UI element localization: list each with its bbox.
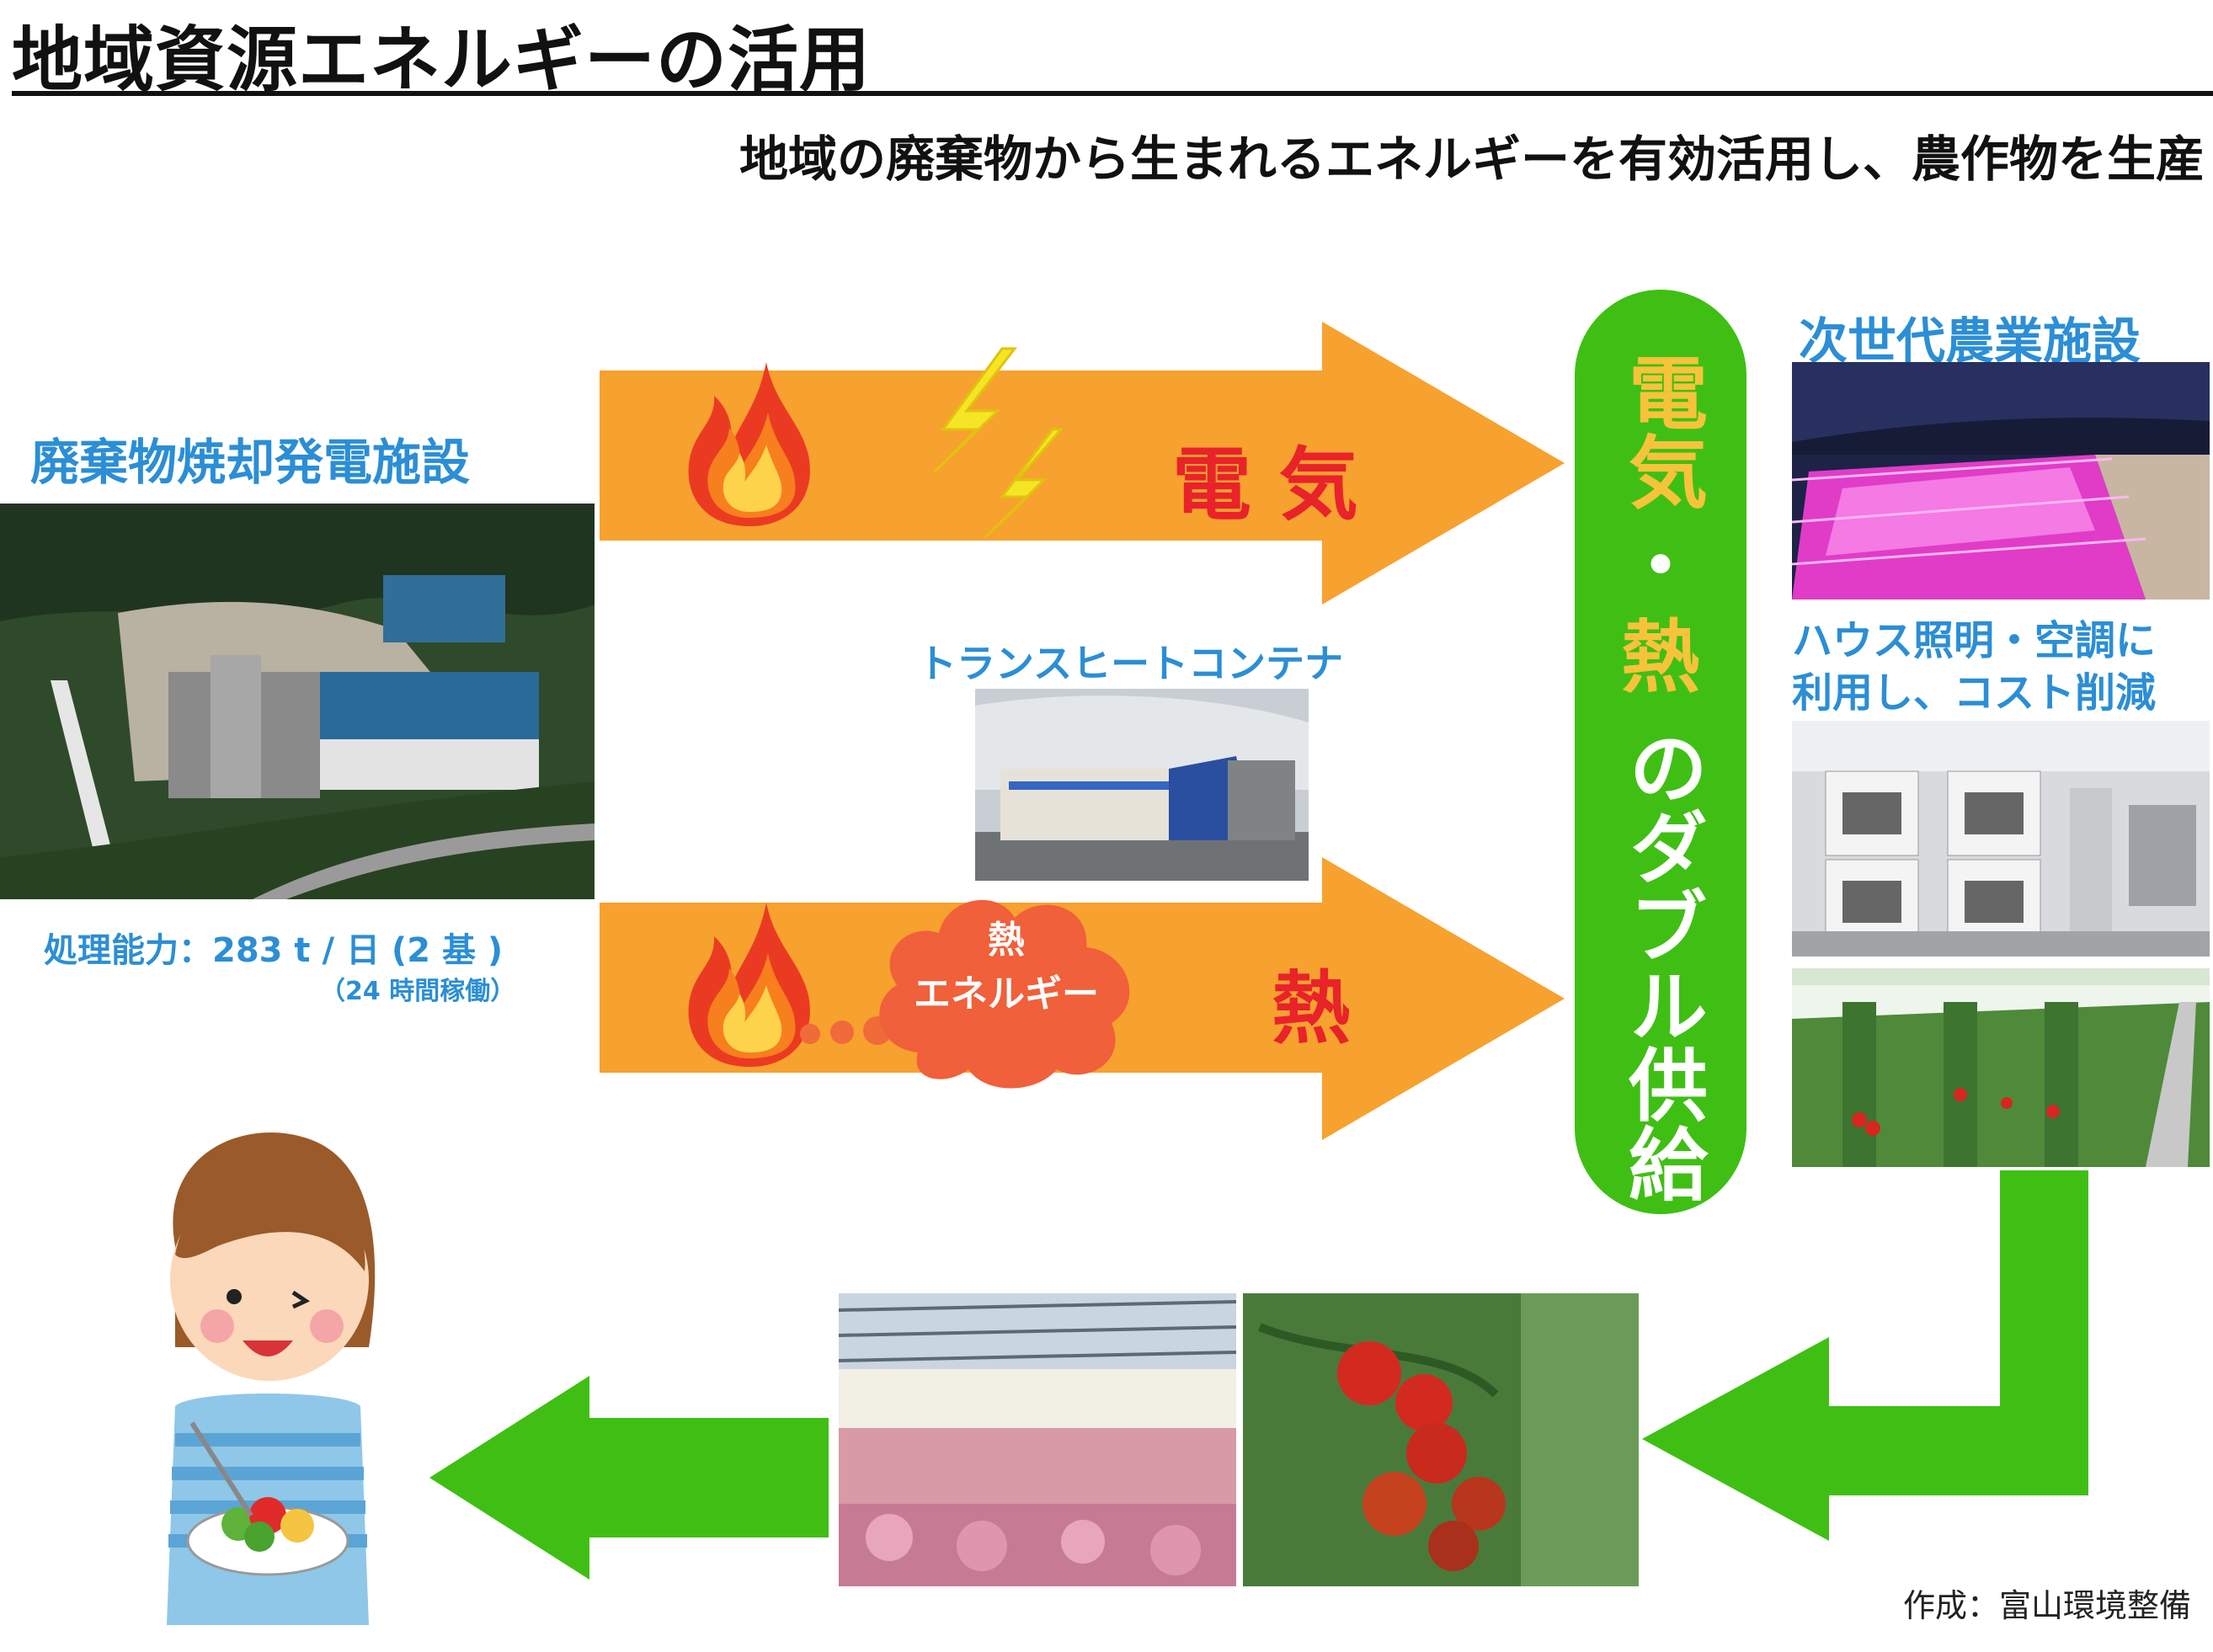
cloud-text: 熱 エネルギー — [859, 914, 1154, 1021]
farm-note-line1: ハウス照明・空調に — [1792, 617, 2157, 664]
heat-energy-cloud — [879, 899, 1130, 1089]
cloud-line1: 熱 — [988, 919, 1025, 962]
farm-note-line2: 利用し、コスト削減 — [1792, 669, 2157, 717]
heat-container-photo — [975, 689, 1309, 881]
electricity-label: 電 気 — [1172, 440, 1358, 531]
flower-greenhouse-photo — [839, 1293, 1236, 1586]
greenhouse-night-photo — [1792, 362, 2210, 600]
consumer-illustration — [167, 1132, 376, 1625]
air-conditioner-photo — [1792, 721, 2210, 957]
supply-dot: ・ — [1620, 521, 1700, 613]
electricity-arrow — [600, 322, 1565, 605]
double-supply-text: 電気 ・ 熱 のダブル供給 — [1575, 340, 1746, 1226]
page-subtitle: 地域の廃棄物から生まれるエネルギーを有効活用し、農作物を生産 — [739, 131, 2205, 188]
credit: 作成：富山環境整備 — [1902, 1587, 2191, 1624]
cherry-tomato-photo — [1243, 1293, 1639, 1586]
incinerator-operation: （24 時間稼働） — [320, 977, 516, 1006]
fire-icon — [688, 362, 810, 526]
heat-label: 熱 — [1272, 963, 1352, 1055]
supply-double: のダブル供給 — [1615, 727, 1707, 1202]
container-label: トランスヒートコンテナ — [918, 641, 1344, 686]
to-consumer-arrow — [429, 1376, 829, 1580]
title-underline — [12, 91, 2213, 96]
page-title: 地域資源エネルギーの活用 — [12, 19, 872, 101]
cloud-line2: エネルギー — [914, 973, 1099, 1015]
farm-note: ハウス照明・空調に 利用し、コスト削減 — [1792, 615, 2156, 719]
fire-icon — [688, 903, 810, 1067]
return-arrow — [1642, 1170, 2088, 1541]
incinerator-capacity: 処理能力：283 t / 日 (2 基 ) — [44, 931, 504, 970]
double-supply-pill — [1575, 290, 1746, 1214]
supply-electricity: 電気 — [1615, 352, 1707, 510]
incinerator-photo — [0, 504, 595, 899]
supply-heat: 熱 — [1620, 612, 1700, 704]
incinerator-label: 廃棄物焼却発電施設 — [30, 434, 471, 491]
tomato-greenhouse-photo — [1792, 968, 2210, 1167]
lightning-icon — [933, 347, 1064, 539]
farm-label: 次世代農業施設 — [1799, 312, 2141, 370]
